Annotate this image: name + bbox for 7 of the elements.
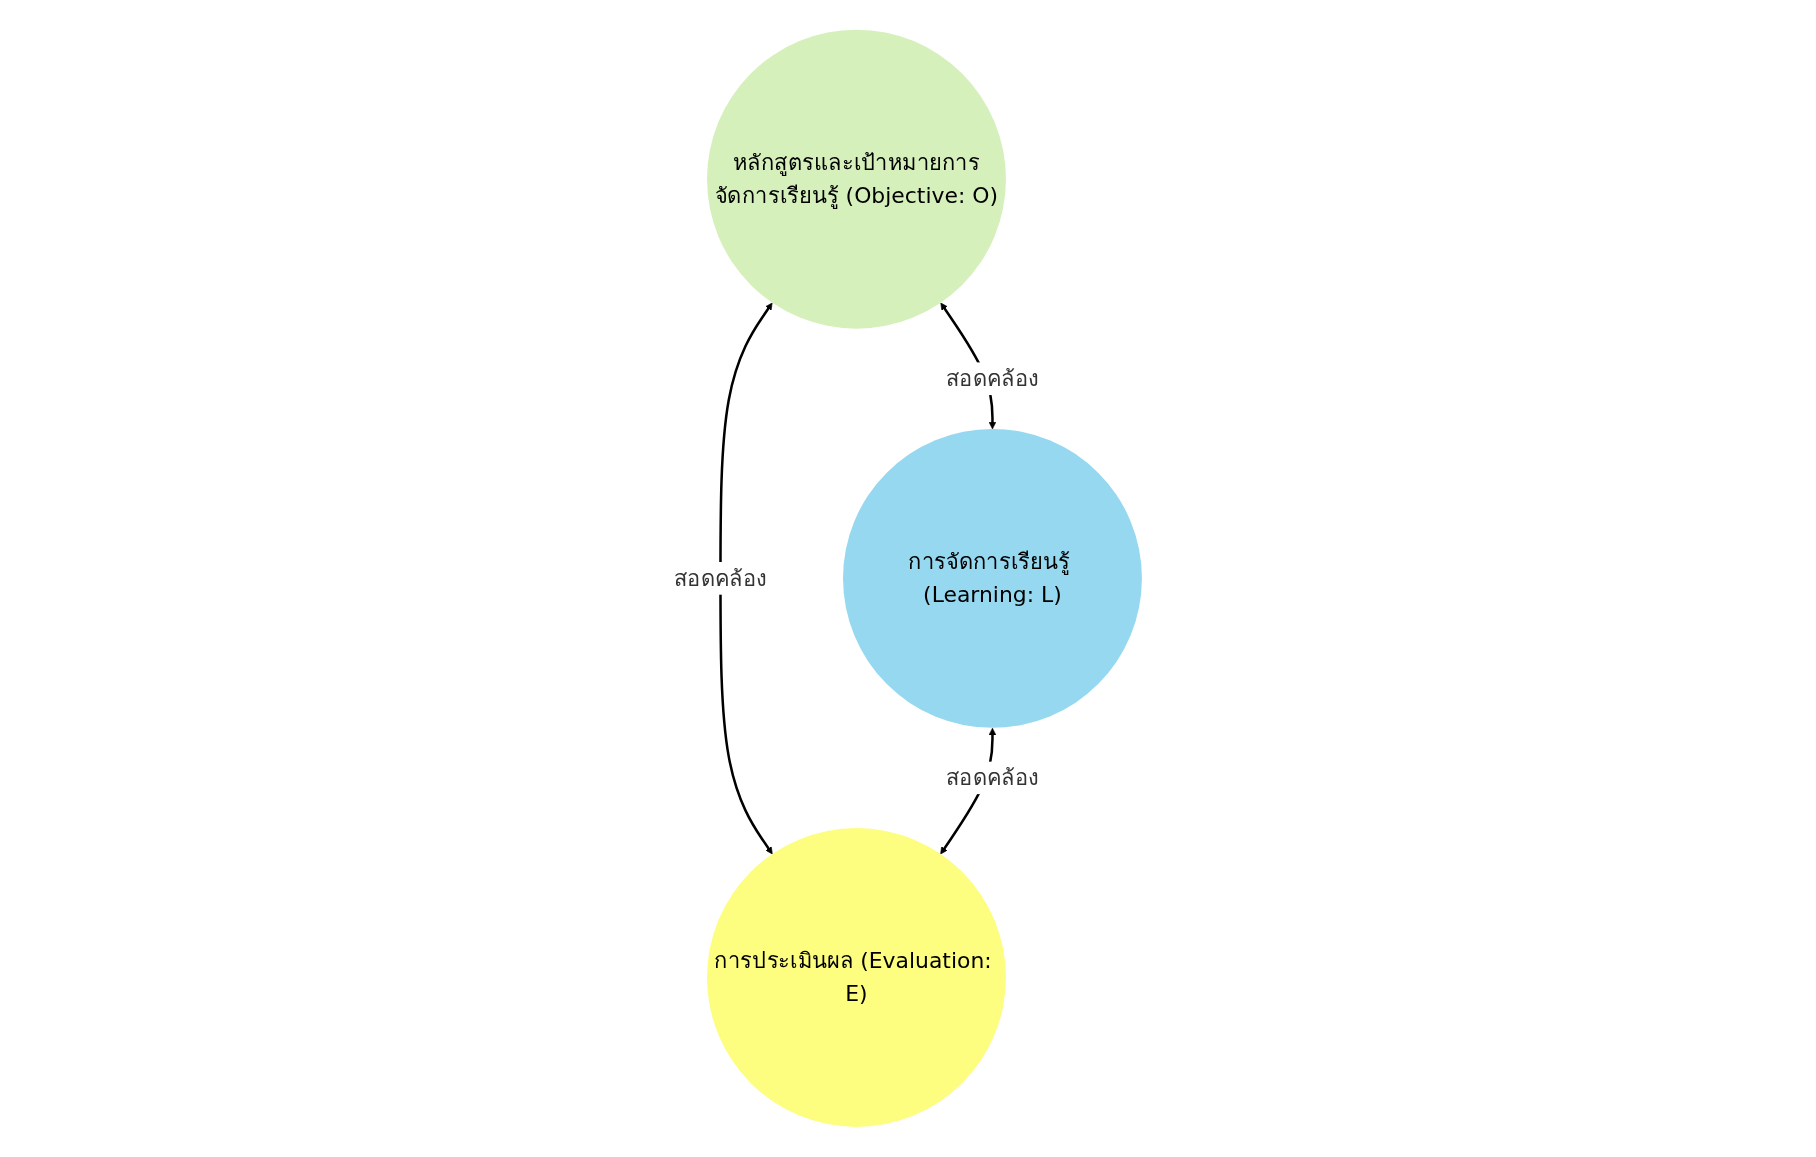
edge-label: สอดคล้อง [673, 565, 768, 591]
edge-label: สอดคล้อง [945, 765, 1040, 791]
node-circle: การจัดการเรียนรู้ (Learning: L) [843, 429, 1143, 728]
node-circle: หลักสูตรและเป้าหมายการจัดการเรียนรู้ (Objective: O) [707, 29, 1007, 329]
node-circle: การประเมินผล (Evaluation: E) [707, 828, 1007, 1128]
edge-label: สอดคล้อง [945, 365, 1040, 392]
arrow [719, 302, 773, 855]
